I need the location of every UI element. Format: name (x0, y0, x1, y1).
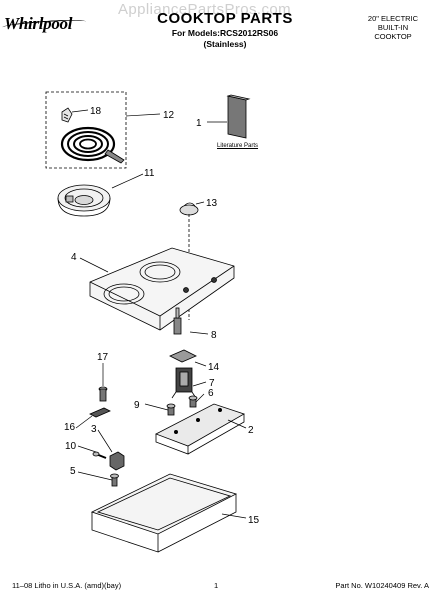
knob-part (179, 202, 199, 216)
callout-4: 4 (71, 252, 77, 263)
callout-6: 6 (208, 388, 214, 399)
callout-15: 15 (248, 515, 260, 526)
callout-7: 7 (209, 378, 215, 389)
footer-part-number: Part No. W10240409 Rev. A (335, 581, 429, 590)
infinite-switch-part (171, 367, 197, 399)
cooktop-part (89, 247, 235, 331)
screw-5-part (110, 473, 119, 487)
callout-9: 9 (134, 400, 140, 411)
callout-11: 11 (144, 168, 155, 179)
literature-parts-label: Literature Parts (217, 143, 259, 149)
callout-3: 3 (91, 424, 97, 435)
callout-12: 12 (163, 110, 175, 121)
burner-box-part (90, 473, 238, 553)
callout-5: 5 (70, 466, 76, 477)
literature-part (226, 94, 251, 139)
callout-10: 10 (65, 441, 77, 452)
footer-page-number: 1 (214, 581, 219, 590)
brand-name: Whirlpool (4, 14, 73, 33)
callout-numbers: 1 2 3 4 5 6 7 8 9 10 11 12 13 14 15 16 1… (64, 106, 260, 526)
leader-lines (71, 109, 247, 519)
screw-6-part (188, 395, 198, 408)
callout-13: 13 (206, 198, 218, 209)
screw-10-part (92, 451, 107, 459)
whirlpool-logo: Whirlpool (1, 14, 87, 34)
model-finish: (Stainless) (203, 39, 247, 49)
element-group-box (45, 91, 127, 169)
model-info: For Models:RCS2012RS06 (Stainless) (140, 28, 310, 50)
callout-14: 14 (208, 362, 220, 373)
page-title: COOKTOP PARTS (157, 10, 293, 27)
callout-8: 8 (211, 330, 217, 341)
screw-17-part (98, 386, 108, 402)
surface-element-part (60, 126, 125, 164)
callout-18: 18 (90, 106, 102, 117)
footer-litho: 11–08 Litho in U.S.A. (amd)(bay) (12, 581, 122, 590)
drip-bowl-part (57, 184, 111, 217)
mounting-bracket-part (169, 349, 197, 363)
spec-line-3: COOKTOP (374, 32, 412, 41)
callout-17: 17 (97, 352, 109, 363)
watermark: AppliancePartsPros.com (118, 1, 292, 18)
terminal-block-part (61, 107, 73, 123)
screw-9-part (166, 403, 176, 416)
control-bracket-part (155, 403, 245, 455)
switch-shaft-part (173, 307, 182, 335)
bracket-3-part (109, 451, 125, 471)
spec-line-1: 20" ELECTRIC (367, 14, 419, 23)
terminal-block-16-part (89, 407, 111, 418)
model-number: For Models:RCS2012RS06 (171, 28, 279, 38)
callout-1: 1 (196, 118, 202, 129)
callout-2: 2 (248, 425, 254, 436)
spec-line-2: BUILT-IN (377, 23, 409, 32)
product-spec: 20" ELECTRIC BUILT-IN COOKTOP (363, 14, 423, 41)
callout-16: 16 (64, 422, 76, 433)
